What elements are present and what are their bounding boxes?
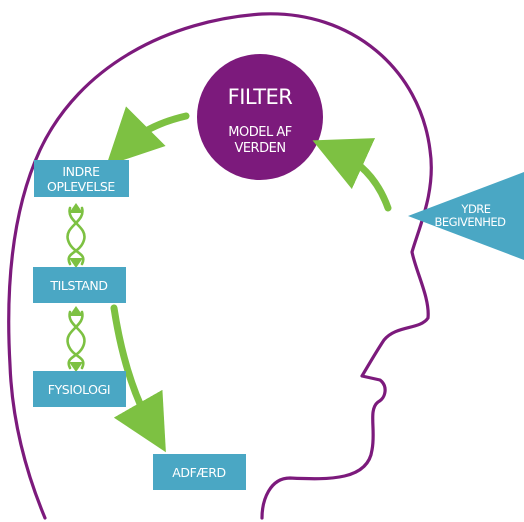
filter-subtitle-line1: MODEL AF — [228, 125, 291, 140]
filter-subtitle-line2: VERDEN — [234, 141, 285, 156]
arrow-event-to-filter — [312, 138, 392, 212]
physiology-label: FYSIOLOGI — [48, 382, 110, 397]
inner-experience-line1: INDRE — [62, 164, 100, 179]
twist-arrow-state-physiology — [66, 306, 86, 372]
arrow-filter-to-inner — [106, 106, 190, 166]
filter-circle — [197, 54, 323, 180]
inner-experience-box — [34, 160, 129, 197]
physiology-box — [33, 371, 126, 407]
head-outline — [7, 12, 433, 520]
state-label: TILSTAND — [49, 278, 107, 293]
state-box — [33, 267, 126, 303]
external-event-triangle — [408, 172, 524, 260]
external-event-line2: BEGIVENHED — [435, 215, 507, 229]
filter-title: FILTER — [228, 85, 293, 109]
external-event-line1: YDRE — [460, 202, 490, 216]
inner-experience-line2: OPLEVELSE — [47, 179, 115, 194]
behavior-label: ADFÆRD — [172, 465, 225, 480]
behavior-box — [153, 454, 246, 490]
twist-arrow-inner-state — [66, 203, 86, 268]
arrow-state-to-behavior — [110, 304, 166, 453]
